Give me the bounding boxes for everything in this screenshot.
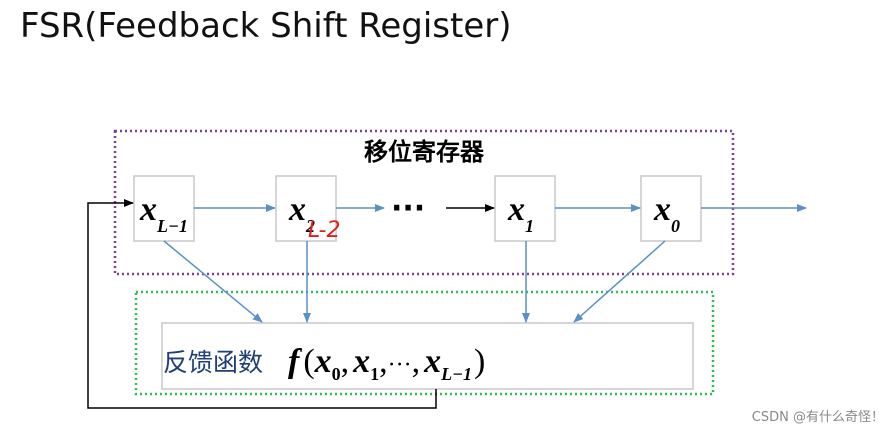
cell-subscript: L−1 [156,216,188,236]
formula-var-x0: x [314,343,332,380]
page-title: FSR(Feedback Shift Register) [20,6,512,46]
feedback-function-container [134,290,715,396]
svg-text:x1: x1 [507,191,534,236]
ellipsis-dots: ··· [391,191,425,226]
cell-var: x [288,191,306,228]
cell-var: x [507,191,525,228]
cell-var: x [653,191,671,228]
formula-comma-3: , [412,343,421,380]
svg-text:x0: x0 [653,191,680,236]
register-cell-x2: x2 [275,175,337,242]
feedback-formula: f(x0,x1,···,xL−1) [288,343,485,384]
cell-subscript: 0 [671,216,680,236]
formula-comma-2: , [379,343,388,380]
feedback-function-label: 反馈函数 [163,348,263,377]
svg-text:x2: x2 [288,191,315,236]
formula-comma-1: , [341,343,350,380]
watermark: CSDN @有什么奇怪！ [751,410,884,425]
cell-subscript: 1 [525,216,534,236]
register-cell-xL-1: xL−1 [133,175,195,242]
formula-var-xL-1: x [423,343,441,380]
tap-arrow-xL-1 [163,240,263,323]
formula-sub-x1: 1 [370,364,379,384]
shift-register-label: 移位寄存器 [364,138,485,166]
feedback-function-box [161,322,694,390]
register-cell-x1: x1 [494,175,556,242]
formula-open-paren: ( [303,343,314,380]
cell-var: x [139,191,157,228]
formula-close-paren: ) [474,343,485,380]
cell-subscript: 2 [305,216,315,236]
formula-fn: f [288,343,303,380]
handwritten-annotation: L-2 [308,218,340,243]
formula-ellipsis: ··· [388,352,412,378]
formula-sub-x0: 0 [332,364,341,384]
formula-sub-xL-1: L−1 [440,364,472,384]
svg-text:xL−1: xL−1 [139,191,188,236]
tap-arrow-x0 [573,240,666,323]
formula-var-x1: x [352,343,370,380]
feedback-loop-line [87,199,437,409]
register-cell-x0: x0 [640,175,702,242]
